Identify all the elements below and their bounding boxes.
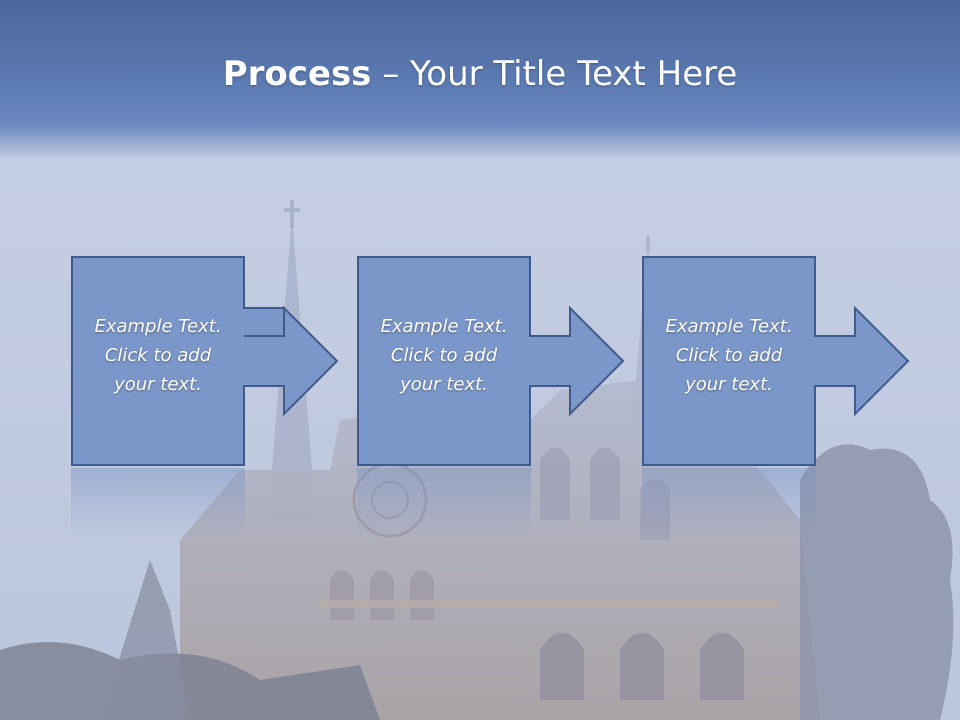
process-arrow-shape: [71, 256, 339, 466]
step-1-reflection: [71, 468, 245, 538]
step-text-line: Example Text.: [665, 316, 793, 337]
step-1-text: Example Text. Click to add your text.: [71, 312, 245, 399]
process-arrow-shape: [642, 256, 910, 466]
process-step-2[interactable]: Example Text. Click to add your text.: [357, 256, 625, 466]
title-rest: – Your Title Text Here: [371, 54, 738, 94]
step-text-line: your text.: [400, 374, 488, 395]
step-3-text: Example Text. Click to add your text.: [642, 312, 816, 399]
process-arrow-shape: [357, 256, 625, 466]
process-step-3[interactable]: Example Text. Click to add your text.: [642, 256, 910, 466]
step-3-reflection: [642, 468, 816, 538]
step-2-reflection: [357, 468, 531, 538]
step-text-line: Example Text.: [380, 316, 508, 337]
slide-title[interactable]: Process – Your Title Text Here: [0, 54, 960, 94]
step-text-line: Click to add: [675, 345, 783, 366]
title-band: [0, 0, 960, 160]
step-text-line: Click to add: [390, 345, 498, 366]
step-text-line: your text.: [114, 374, 202, 395]
step-2-text: Example Text. Click to add your text.: [357, 312, 531, 399]
process-step-1[interactable]: Example Text. Click to add your text.: [71, 256, 339, 466]
title-bold: Process: [222, 54, 372, 94]
step-text-line: Example Text.: [94, 316, 222, 337]
step-text-line: Click to add: [104, 345, 212, 366]
step-text-line: your text.: [685, 374, 773, 395]
